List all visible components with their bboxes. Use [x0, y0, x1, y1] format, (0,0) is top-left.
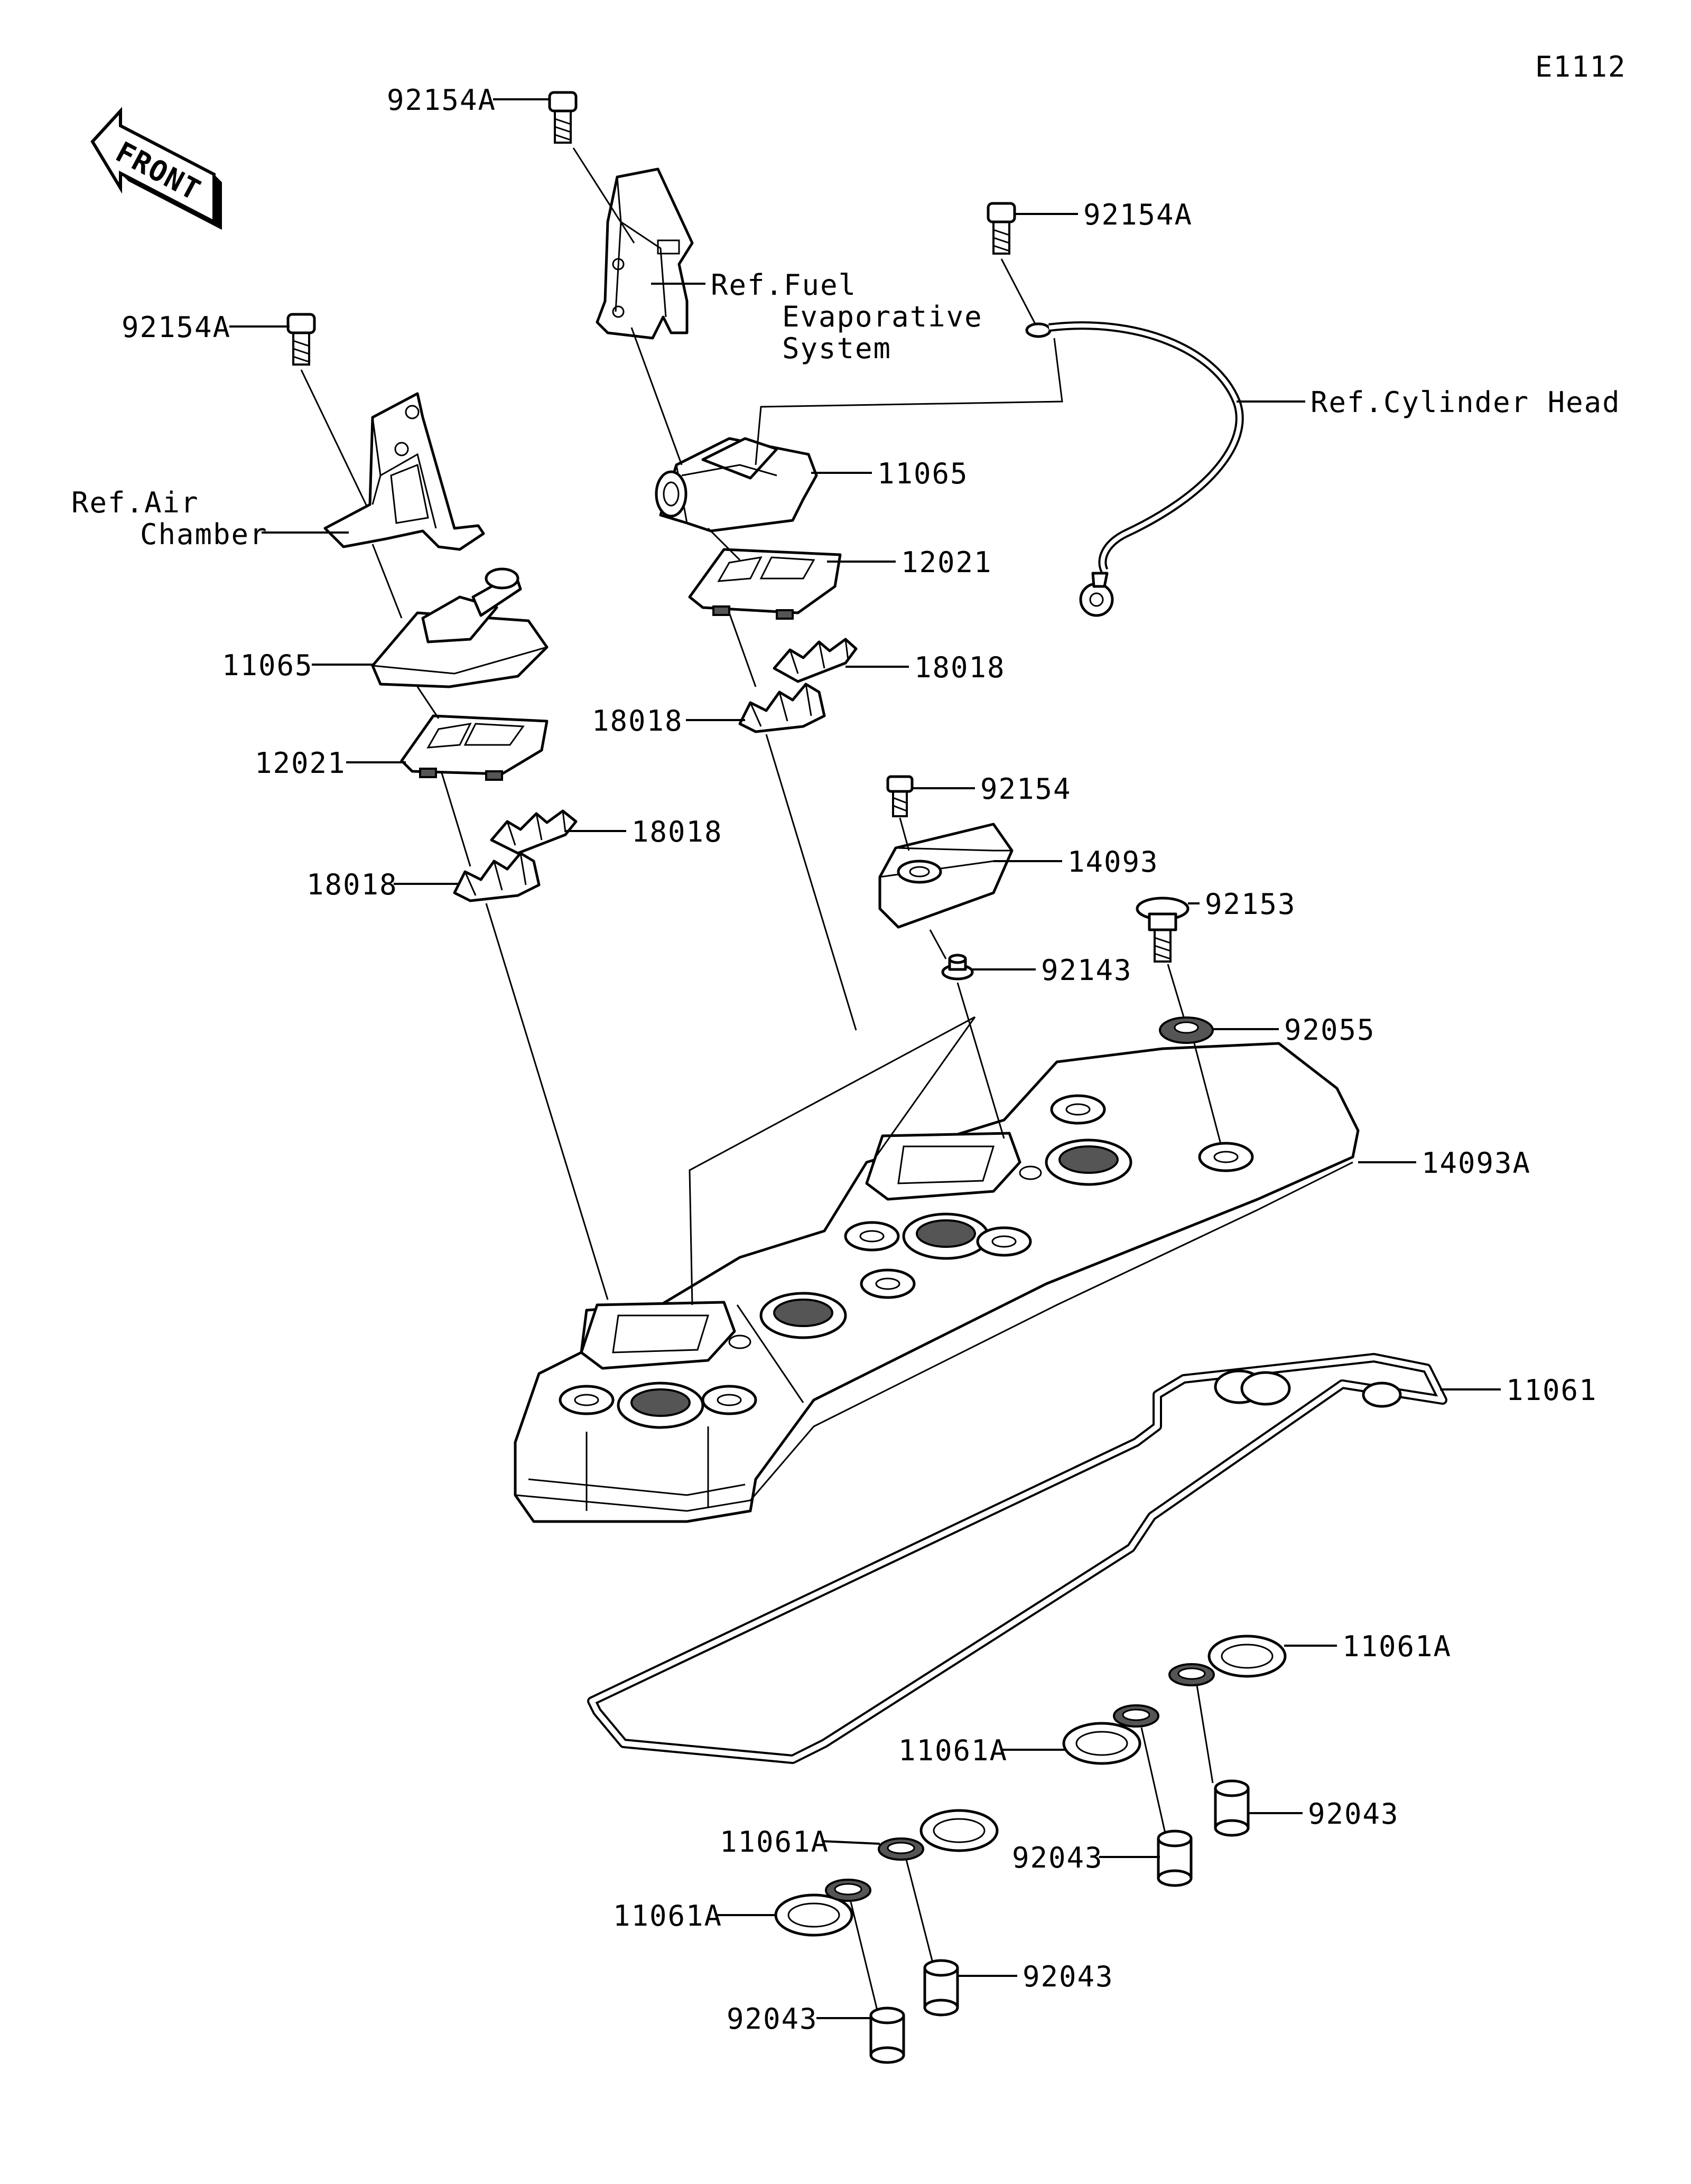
- plug-gasket-11061a-1: [1168, 1635, 1287, 1686]
- reed-valve-gasket-12021-left: [400, 714, 549, 781]
- front-arrow-icon: FRONT: [90, 107, 222, 230]
- head-cover-gasket-11061: [587, 1353, 1447, 1764]
- leader-lines: [229, 98, 1501, 2019]
- bracket-air-chamber: [323, 392, 485, 551]
- callout-14093: 14093: [1067, 845, 1159, 879]
- assembly-guide-lines: [300, 147, 1222, 2011]
- ref-fuel-line2: Evaporative: [782, 300, 983, 333]
- cover-14093: [878, 823, 1014, 929]
- callout-92043-4: 92043: [727, 2002, 818, 2036]
- callout-18018-left-lower: 18018: [306, 868, 398, 901]
- callout-92055: 92055: [1284, 1013, 1376, 1047]
- cylinder-head-cover-14093a: [514, 1042, 1360, 1523]
- bolt-92154a-left: [286, 313, 316, 366]
- bracket-fuel-evaporative: [596, 167, 694, 340]
- reed-18018-left-upper: [490, 809, 578, 855]
- bolt-92154: [886, 775, 914, 817]
- callout-11061a-2: 11061A: [898, 1734, 1008, 1767]
- plug-gasket-11061a-4: [774, 1879, 871, 1937]
- grommet-92143: [941, 954, 974, 981]
- callout-18018-left-upper: 18018: [631, 815, 723, 848]
- dowel-92043-4: [869, 2006, 905, 2064]
- plug-gasket-11061a-3: [878, 1809, 999, 1861]
- reed-valve-cover-11065-left: [371, 567, 549, 688]
- callout-18018-right-lower: 18018: [592, 704, 683, 738]
- ref-air-line2: Chamber: [140, 518, 268, 551]
- ground-cable: [1025, 321, 1244, 617]
- reed-valve-cover-11065-right: [655, 437, 818, 533]
- callout-11061a-4: 11061A: [613, 1899, 722, 1933]
- ref-fuel-line1: Ref.Fuel: [711, 268, 857, 302]
- plug-gasket-11061a-2: [1062, 1704, 1159, 1765]
- ref-cylinder-head: Ref.Cylinder Head: [1311, 386, 1621, 419]
- ref-fuel-line3: System: [782, 332, 891, 365]
- reed-18018-right-upper: [773, 638, 858, 683]
- callout-14093a: 14093A: [1421, 1146, 1531, 1180]
- callout-18018-right-upper: 18018: [914, 651, 1006, 684]
- callout-92154a-left: 92154A: [122, 311, 231, 344]
- callout-11061a-3: 11061A: [720, 1825, 829, 1859]
- callout-92043-1: 92043: [1308, 1797, 1399, 1831]
- callout-92043-2: 92043: [1012, 1841, 1103, 1874]
- callout-92154a-right: 92154A: [1083, 198, 1193, 231]
- dowel-92043-1: [1214, 1779, 1250, 1837]
- callout-11061: 11061: [1506, 1374, 1597, 1407]
- callout-11061a-1: 11061A: [1342, 1630, 1452, 1663]
- callout-92153: 92153: [1205, 888, 1296, 921]
- washer-92055: [1159, 1016, 1214, 1044]
- callout-92154: 92154: [980, 772, 1072, 806]
- callout-92043-3: 92043: [1023, 1960, 1114, 1993]
- reed-valve-gasket-12021-right: [688, 548, 842, 620]
- dowel-92043-3: [923, 1959, 959, 2017]
- reed-18018-left-lower: [453, 852, 541, 902]
- callout-92154a-top: 92154A: [387, 83, 496, 117]
- callout-92143: 92143: [1041, 954, 1132, 987]
- bolt-92154a-top: [548, 91, 578, 144]
- reed-18018-right-lower: [738, 683, 826, 733]
- bolt-92154a-right: [987, 202, 1016, 255]
- callout-12021-left: 12021: [255, 746, 346, 780]
- dowel-92043-2: [1157, 1830, 1193, 1887]
- diagram-code: E1112: [1535, 50, 1627, 83]
- callout-11065-left: 11065: [222, 649, 313, 682]
- ref-air-line1: Ref.Air: [71, 486, 199, 519]
- callout-12021-right: 12021: [901, 546, 992, 579]
- callout-11065-right: 11065: [877, 457, 969, 490]
- bolt-92153: [1136, 897, 1190, 963]
